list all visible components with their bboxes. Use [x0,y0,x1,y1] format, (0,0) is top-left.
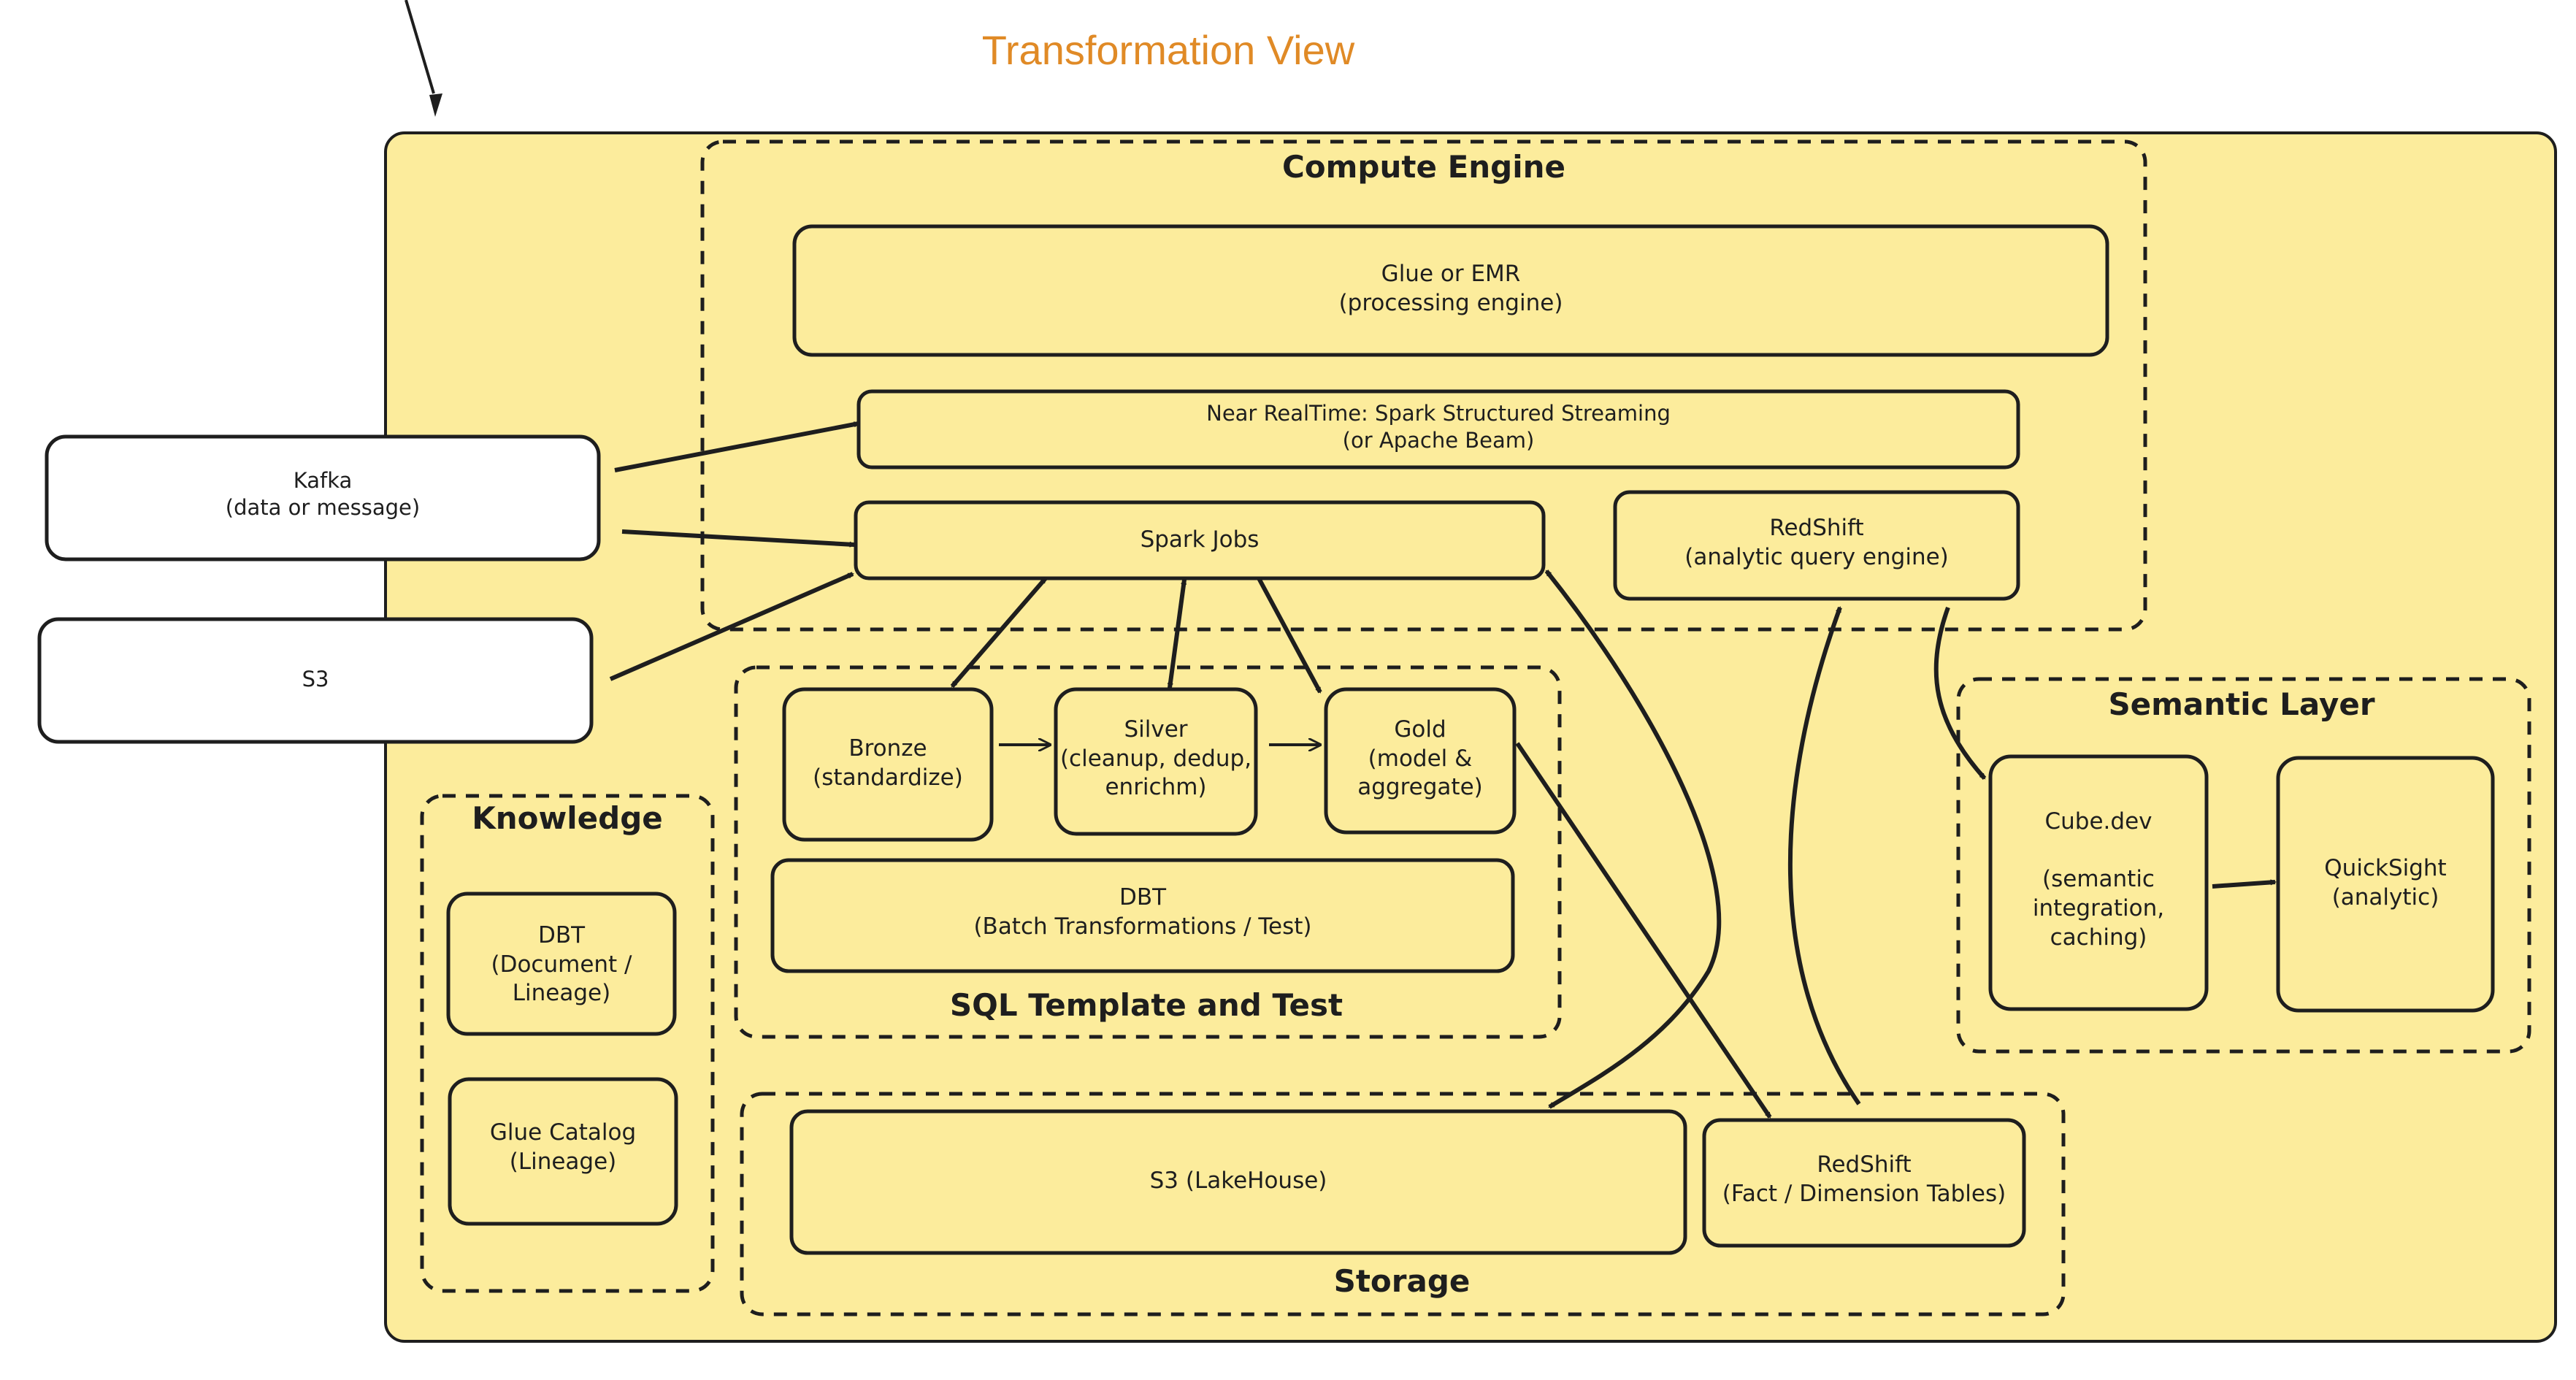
redshift-query-box [1613,490,2020,601]
storage-group [740,1092,2066,1316]
s3-source-label: S3 [302,667,329,691]
pointer-arrow-head [429,93,442,117]
spark-jobs-label: Spark Jobs [1140,526,1260,553]
sql-template-label: SQL Template and Test [949,987,1343,1023]
compute-engine-group [700,139,2147,632]
semantic-layer-label: Semantic Layer [2108,686,2375,722]
arrow-kafka-to-spark-jobs [621,529,856,548]
silver-label: Silver (cleanup, dedup, enrichm) [1059,716,1252,801]
arrow-spark-bronze [950,577,1048,688]
redshift-tables-label: RedShift (Fact / Dimension Tables) [1722,1151,2006,1207]
near-realtime-box [856,389,2020,469]
s3-lakehouse-box [789,1109,1687,1255]
gold-label: Gold (model & aggregate) [1357,716,1483,801]
knowledge-group [420,794,715,1293]
storage-label: Storage [1333,1263,1471,1299]
knowledge-label: Knowledge [472,800,663,836]
arrow-s3-to-spark-jobs [609,572,854,681]
quicksight-label: QuickSight (analytic) [2324,855,2447,911]
arrow-kafka-to-near-realtime [614,421,860,472]
quicksight-box [2276,756,2495,1013]
bronze-box [782,687,994,842]
arrow-redshift-tables-to-query [1787,606,1861,1105]
dbt-doc-label: DBT (Document / Lineage) [491,922,632,1007]
arrow-redshift-query-to-cube [1933,606,1987,780]
gold-box [1324,687,1517,835]
spark-jobs-box [854,500,1546,580]
glue-emr-box [792,224,2109,357]
sql-template-group [734,665,1562,1039]
semantic-layer-group [1956,677,2531,1054]
s3-source-box [37,617,594,744]
silver-box [1054,687,1258,836]
dbt-batch-label: DBT (Batch Transformations / Test) [973,884,1312,940]
arrow-spark-lakehouse [1544,570,1722,1109]
page-title: Transformation View [981,27,1355,73]
near-realtime-label: Near RealTime: Spark Structured Streamin… [1206,401,1671,453]
dbt-batch-box [770,858,1515,973]
arrow-spark-silver [1167,578,1187,689]
arrow-spark-gold [1257,577,1322,694]
glue-emr-label: Glue or EMR (processing engine) [1338,261,1563,316]
redshift-query-label: RedShift (analytic query engine) [1684,515,1949,570]
glue-catalog-box [448,1077,678,1226]
compute-engine-label: Compute Engine [1281,149,1566,185]
kafka-box [45,434,601,561]
pointer-arrow [405,0,435,94]
s3-lakehouse-label: S3 (LakeHouse) [1149,1168,1327,1194]
glue-catalog-label: Glue Catalog (Lineage) [489,1119,637,1175]
bronze-label: Bronze (standardize) [813,735,963,791]
arrow-cube-to-quicksight [2212,879,2277,889]
cube-box [1988,754,2209,1011]
cube-label: Cube.dev (semantic integration, caching) [2032,808,2165,951]
kafka-label: Kafka (data or message) [225,468,421,521]
dbt-doc-box [446,892,677,1036]
arrow-gold-to-redshift-tables [1515,742,1772,1119]
redshift-tables-box [1702,1118,2026,1248]
